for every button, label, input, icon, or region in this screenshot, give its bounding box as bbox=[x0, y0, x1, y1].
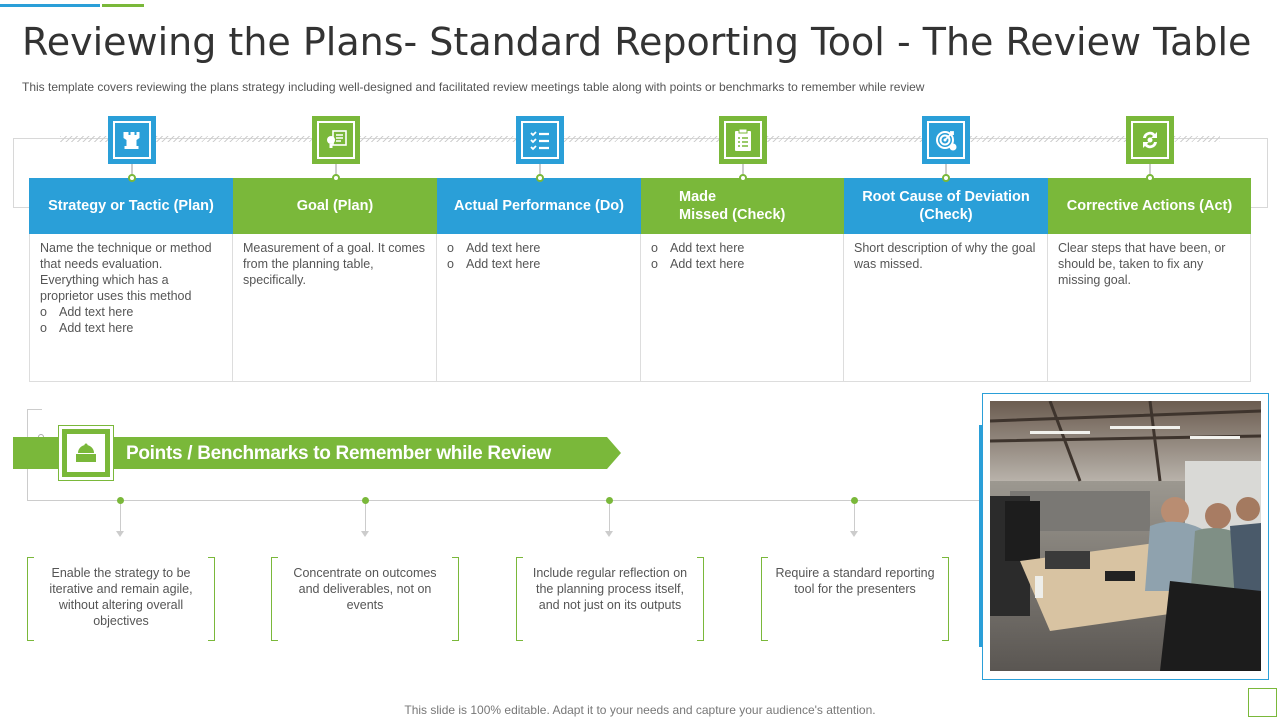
points-timeline bbox=[27, 500, 979, 501]
timeline-arrow bbox=[116, 531, 124, 537]
benchmark-point-4: Require a standard reporting tool for th… bbox=[761, 557, 949, 641]
column-body-goal: Measurement of a goal. It comes from the… bbox=[233, 234, 437, 382]
column-connector bbox=[742, 164, 744, 178]
top-accent-blue bbox=[0, 4, 100, 7]
column-heading-strategy: Strategy or Tactic (Plan) bbox=[29, 178, 233, 234]
column-dot bbox=[536, 174, 544, 182]
photo-accent-bar bbox=[979, 425, 983, 647]
benchmark-point-2: Concentrate on outcomes and deliverables… bbox=[271, 557, 459, 641]
column-text: Measurement of a goal. It comes from the… bbox=[243, 241, 426, 287]
page-title: Reviewing the Plans- Standard Reporting … bbox=[22, 20, 1252, 64]
top-accent-green bbox=[102, 4, 144, 7]
column-heading-goal: Goal (Plan) bbox=[233, 178, 437, 234]
column-icon-3 bbox=[516, 116, 564, 164]
corner-box bbox=[1248, 688, 1277, 717]
timeline-arrow bbox=[361, 531, 369, 537]
list-item: Add text here bbox=[40, 320, 222, 336]
list-item: Add text here bbox=[447, 240, 630, 256]
idea-board-icon bbox=[327, 130, 347, 148]
target-gear-icon bbox=[936, 131, 957, 151]
column-dot bbox=[332, 174, 340, 182]
list-item: Add text here bbox=[651, 240, 833, 256]
cake-icon bbox=[76, 443, 96, 462]
column-heading-corrective: Corrective Actions (Act) bbox=[1048, 178, 1251, 234]
column-text: Clear steps that have been, or should be… bbox=[1058, 241, 1226, 287]
bullet-list: Add text here Add text here bbox=[651, 240, 833, 272]
heading-line-2: (Check) bbox=[919, 207, 973, 223]
page-subtitle: This template covers reviewing the plans… bbox=[22, 80, 925, 94]
column-connector bbox=[1149, 164, 1151, 178]
column-body-corrective: Clear steps that have been, or should be… bbox=[1048, 234, 1251, 382]
column-heading-made-missed: Made Missed (Check) bbox=[641, 178, 844, 234]
column-icon-6 bbox=[1126, 116, 1174, 164]
heading-line-1: Root Cause of Deviation bbox=[862, 189, 1030, 205]
list-item: Add text here bbox=[447, 256, 630, 272]
timeline-dot bbox=[117, 497, 124, 504]
column-dot bbox=[739, 174, 747, 182]
column-body-strategy: Name the technique or method that needs … bbox=[29, 234, 233, 382]
checklist-icon bbox=[530, 131, 549, 151]
column-heading-root-cause: Root Cause of Deviation (Check) bbox=[844, 178, 1048, 234]
timeline-dot bbox=[851, 497, 858, 504]
bullet-list: Add text here Add text here bbox=[40, 304, 222, 336]
points-banner-title: Points / Benchmarks to Remember while Re… bbox=[126, 443, 551, 464]
cycle-arrows-icon bbox=[1143, 131, 1157, 149]
timeline-dot bbox=[606, 497, 613, 504]
timeline-stem bbox=[609, 504, 610, 532]
column-body-performance: Add text here Add text here bbox=[437, 234, 641, 382]
hatch-line bbox=[60, 136, 1220, 142]
list-item: Add text here bbox=[651, 256, 833, 272]
column-dot bbox=[128, 174, 136, 182]
heading-line-2: Missed (Check) bbox=[679, 207, 786, 223]
column-icon-2 bbox=[312, 116, 360, 164]
timeline-arrow bbox=[850, 531, 858, 537]
footer-note: This slide is 100% editable. Adapt it to… bbox=[404, 703, 876, 717]
points-banner-icon bbox=[58, 425, 114, 481]
list-item: Add text here bbox=[40, 304, 222, 320]
column-connector bbox=[335, 164, 337, 178]
column-icon-5 bbox=[922, 116, 970, 164]
column-dot bbox=[1146, 174, 1154, 182]
timeline-stem bbox=[365, 504, 366, 532]
timeline-arrow bbox=[605, 531, 613, 537]
benchmark-point-1: Enable the strategy to be iterative and … bbox=[27, 557, 215, 641]
column-body-root-cause: Short description of why the goal was mi… bbox=[844, 234, 1048, 382]
heading-line-1: Made bbox=[679, 189, 717, 205]
points-banner bbox=[13, 437, 621, 469]
column-icon-4 bbox=[719, 116, 767, 164]
timeline-stem bbox=[854, 504, 855, 532]
clipboard-icon bbox=[735, 128, 751, 151]
column-body-made-missed: Add text here Add text here bbox=[641, 234, 844, 382]
timeline-dot bbox=[362, 497, 369, 504]
column-icon-1 bbox=[108, 116, 156, 164]
rook-icon bbox=[123, 132, 140, 149]
column-connector bbox=[539, 164, 541, 178]
column-connector bbox=[945, 164, 947, 178]
column-text: Name the technique or method that needs … bbox=[40, 241, 212, 303]
bullet-list: Add text here Add text here bbox=[447, 240, 630, 272]
benchmark-point-3: Include regular reflection on the planni… bbox=[516, 557, 704, 641]
column-connector bbox=[131, 164, 133, 178]
column-heading-performance: Actual Performance (Do) bbox=[437, 178, 641, 234]
column-dot bbox=[942, 174, 950, 182]
column-text: Short description of why the goal was mi… bbox=[854, 241, 1036, 271]
office-meeting-photo bbox=[990, 401, 1261, 671]
timeline-stem bbox=[120, 504, 121, 532]
